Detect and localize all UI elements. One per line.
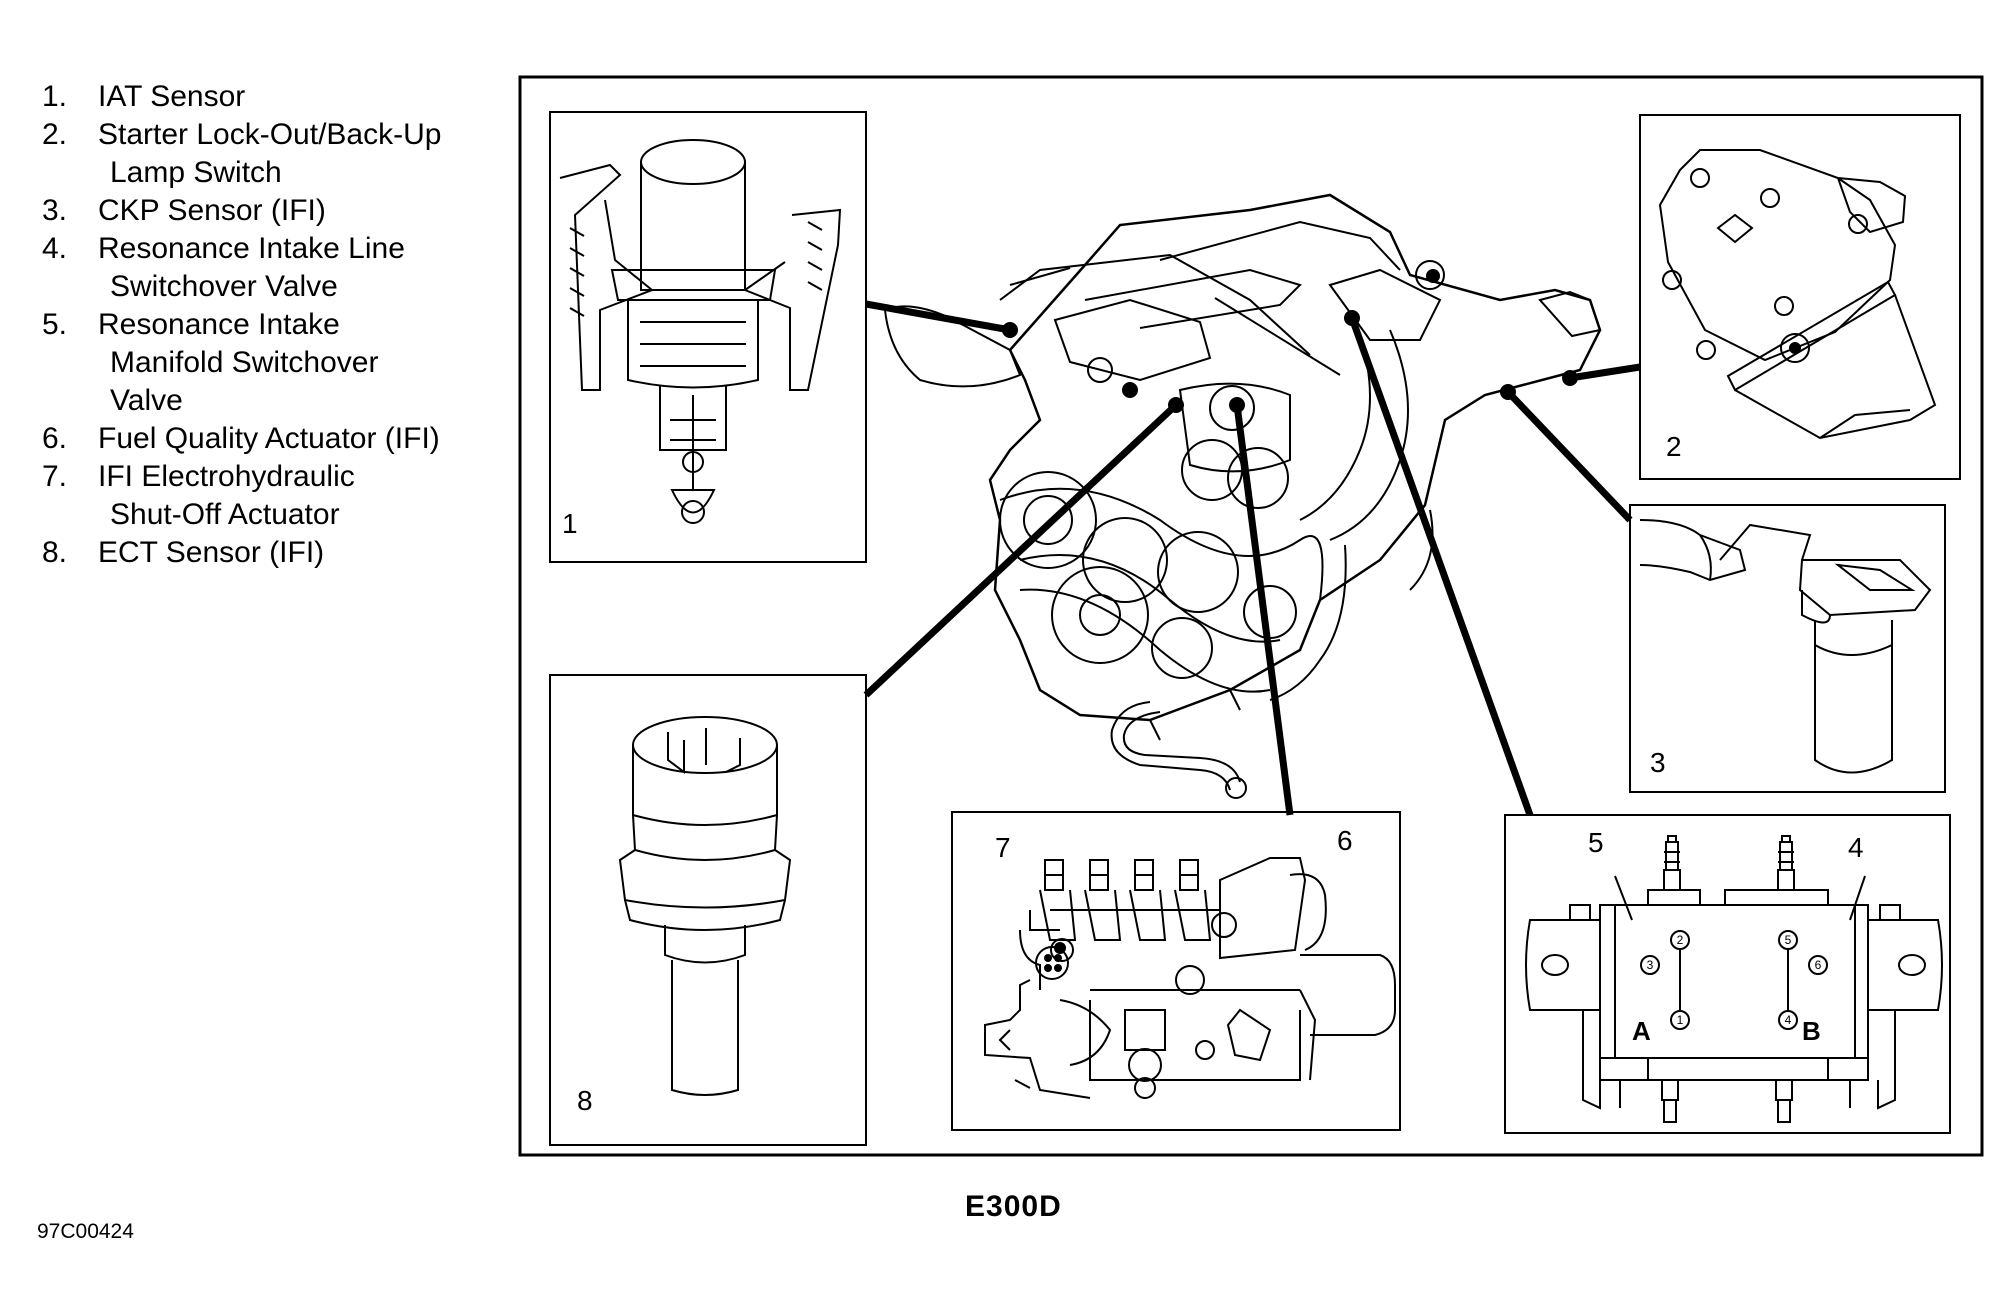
- panel-label-2: 2: [1666, 431, 1682, 462]
- svg-text:1: 1: [1677, 1013, 1684, 1027]
- svg-text:6: 6: [1815, 958, 1822, 972]
- panel-2-starter-switch: [1639, 114, 1961, 480]
- valve-port-circles: [1640, 930, 1828, 1030]
- svg-text:4: 4: [1785, 1013, 1792, 1027]
- panel-label-6: 6: [1337, 825, 1353, 856]
- diagram-caption: E300D: [965, 1190, 1062, 1223]
- panel-label-1: 1: [562, 508, 578, 539]
- port-numbers: 1 2 3 4 5 6: [1647, 933, 1822, 1027]
- svg-text:5: 5: [1785, 933, 1792, 947]
- engine-illustration: [883, 193, 1602, 799]
- panel-label-8: 8: [577, 1085, 593, 1116]
- legend-item-iat-sensor: 1. IAT Sensor: [42, 80, 246, 113]
- leader-lines: [863, 300, 1641, 817]
- panel-3-ckp-sensor: [1629, 504, 1946, 793]
- component-legend: 1. IAT Sensor 2. Starter Lock-Out/Back-U…: [42, 78, 488, 572]
- panel-4-5-switchover-valves: [1504, 814, 1951, 1134]
- panel-label-3: 3: [1650, 747, 1666, 778]
- figure-id: 97C00424: [37, 1220, 134, 1243]
- panel-8-ect-sensor: [549, 674, 867, 1146]
- valve-label-b: B: [1802, 1016, 1821, 1046]
- panel-6-7-injection-pump: [951, 811, 1401, 1131]
- legend-item-fuel-quality-actuator: 6. Fuel Quality Actuator (IFI): [42, 422, 440, 455]
- legend-item-ckp-sensor: 3. CKP Sensor (IFI): [42, 194, 326, 227]
- panel-label-4: 4: [1848, 832, 1864, 863]
- diagram-frame: [518, 75, 1984, 1157]
- panel-label-7: 7: [995, 832, 1011, 863]
- svg-text:3: 3: [1647, 958, 1654, 972]
- svg-text:2: 2: [1677, 933, 1684, 947]
- legend-item-ect-sensor: 8. ECT Sensor (IFI): [42, 536, 325, 569]
- valve-label-a: A: [1632, 1016, 1651, 1046]
- panel-1-iat-sensor: [549, 111, 867, 563]
- panel-label-5: 5: [1588, 827, 1604, 858]
